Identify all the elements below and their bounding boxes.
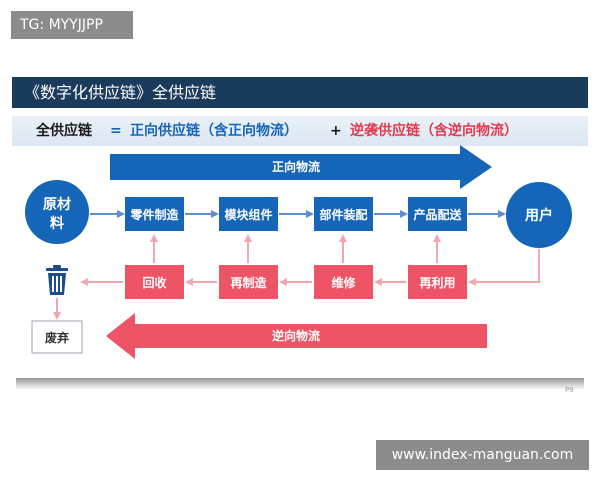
forward-step-box <box>314 197 373 231</box>
formula-forward: 正向供应链（含正向物流） <box>130 123 298 139</box>
forward-step-label: 产品配送 <box>413 207 462 222</box>
reverse-connectors <box>53 234 540 320</box>
forward-step-box <box>219 197 278 231</box>
reverse-steps: 回收 再制造 维修 再利用 <box>125 265 467 299</box>
formula-plus: + <box>330 123 342 139</box>
formula-bar: 全供应链 = 正向供应链（含正向物流） + 逆袭供应链（含逆向物流） <box>12 116 588 146</box>
page-number: P9 <box>565 386 574 394</box>
reverse-logistics-label: 逆向物流 <box>272 328 320 343</box>
formula-equals: = <box>110 123 122 139</box>
connector-arrow <box>468 249 540 286</box>
raw-material-label-line1: 原材 <box>43 196 71 213</box>
forward-step-label: 模块组件 <box>224 207 272 222</box>
reverse-logistics-arrow <box>106 313 487 359</box>
forward-step-box <box>125 197 184 231</box>
forward-step-label: 零件制造 <box>129 207 179 222</box>
formula-total: 全供应链 <box>36 123 92 139</box>
corner-tag: TG: MYYJJPP <box>11 11 133 39</box>
reverse-step-label: 维修 <box>331 275 356 290</box>
formula-reverse: 逆袭供应链（含逆向物流） <box>350 123 518 139</box>
forward-logistics-label: 正向物流 <box>272 159 320 174</box>
forward-step-label: 部件装配 <box>319 207 367 222</box>
raw-material-circle <box>25 180 89 244</box>
trash-icon <box>46 265 68 295</box>
forward-logistics-arrow <box>110 145 492 189</box>
reverse-step-box <box>219 265 278 299</box>
raw-material-label-line2: 料 <box>50 215 64 232</box>
reverse-step-box <box>408 265 467 299</box>
reverse-step-box <box>125 265 184 299</box>
discard-label: 废弃 <box>45 330 69 345</box>
slide-shadow <box>16 378 584 390</box>
discard-box <box>31 320 83 354</box>
forward-steps: 零件制造 模块组件 部件装配 产品配送 <box>125 197 467 231</box>
watermark: www.index-manguan.com <box>376 440 589 470</box>
banner-title: 《数字化供应链》全供应链 <box>12 77 588 108</box>
user-label: 用户 <box>525 207 553 224</box>
reverse-step-label: 回收 <box>142 275 166 290</box>
reverse-step-label: 再制造 <box>230 275 267 290</box>
reverse-step-box <box>314 265 373 299</box>
reverse-step-label: 再利用 <box>419 275 455 290</box>
forward-step-box <box>408 197 467 231</box>
user-circle <box>506 182 572 248</box>
